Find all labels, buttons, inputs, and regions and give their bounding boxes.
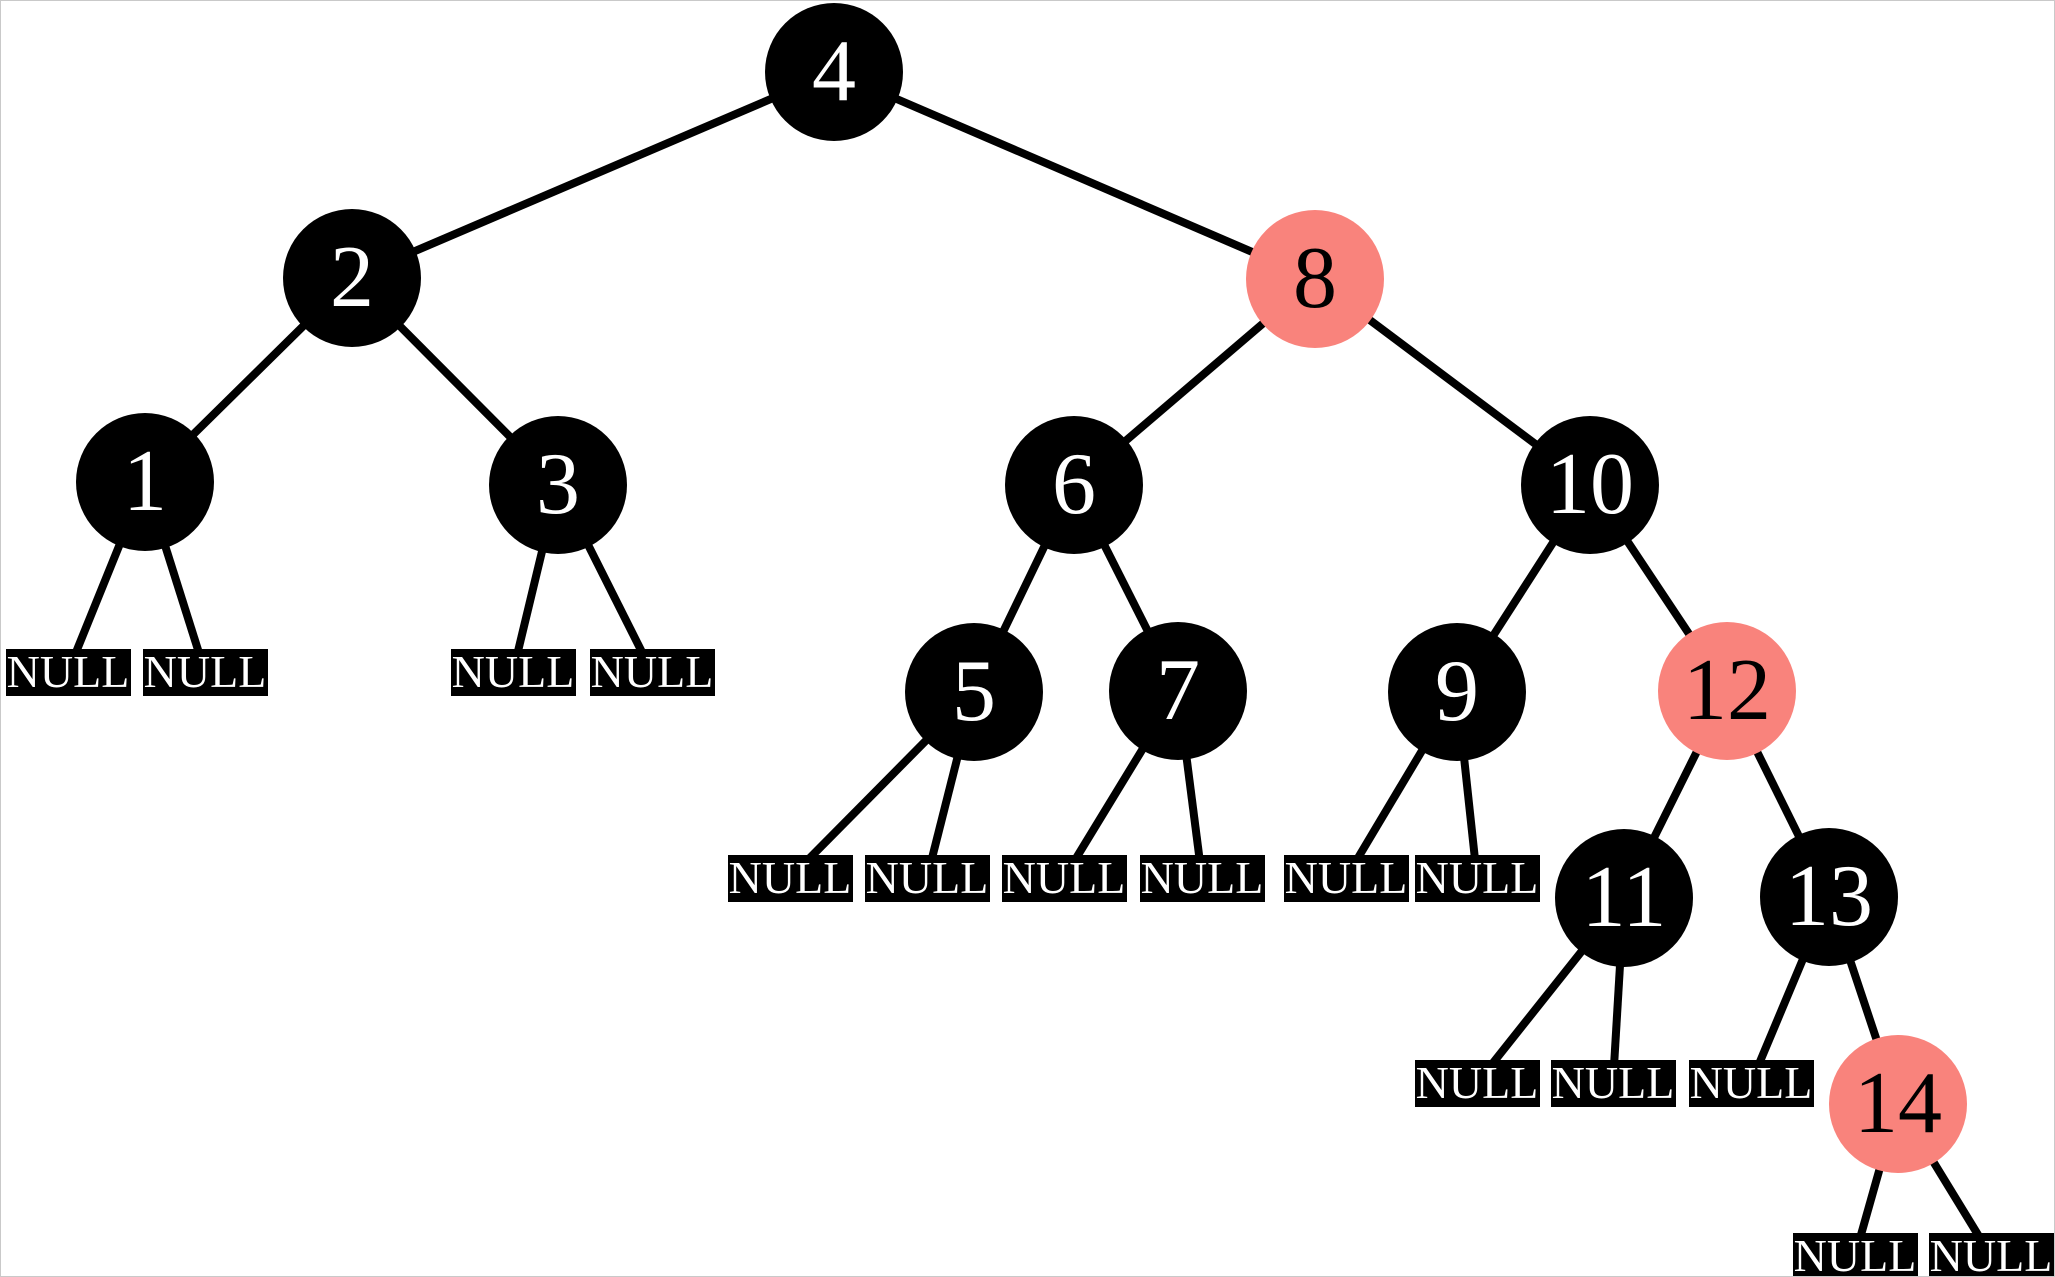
node-label: 6: [1052, 436, 1096, 533]
node-label: 9: [1435, 643, 1479, 740]
tree-node-14: 14: [1829, 1035, 1967, 1173]
null-leaf: NULL: [1688, 1057, 1814, 1108]
null-leaf-label: NULL: [1929, 1230, 2053, 1277]
tree-node-13: 13: [1760, 828, 1898, 966]
tree-node-5: 5: [905, 623, 1043, 761]
null-leaf: NULL: [5, 646, 131, 697]
node-label: 12: [1683, 642, 1771, 739]
null-leaf: NULL: [1414, 852, 1540, 903]
node-label: 1: [123, 433, 167, 530]
tree-edge-4-2: [350, 68, 836, 282]
null-leaf: NULL: [1139, 852, 1265, 903]
tree-node-2: 2: [283, 209, 421, 347]
null-leaf: NULL: [142, 646, 268, 697]
tree-node-9: 9: [1388, 623, 1526, 761]
null-leaf: NULL: [1792, 1230, 1918, 1277]
node-label: 8: [1293, 230, 1337, 327]
null-leaf: NULL: [589, 646, 715, 697]
tree-node-12: 12: [1658, 622, 1796, 760]
node-label: 3: [536, 436, 580, 533]
null-leaf-label: NULL: [590, 646, 714, 697]
node-label: 13: [1785, 848, 1873, 945]
tree-node-8: 8: [1246, 210, 1384, 348]
tree-node-11: 11: [1555, 829, 1693, 967]
null-leaf-label: NULL: [1002, 852, 1126, 903]
null-leaf: NULL: [1550, 1057, 1676, 1108]
node-label: 14: [1854, 1055, 1942, 1152]
tree-node-10: 10: [1521, 416, 1659, 554]
tree-edge-4-8: [832, 68, 1317, 283]
node-label: 7: [1156, 642, 1200, 739]
null-leaf: NULL: [1928, 1230, 2054, 1277]
tree-node-1: 1: [76, 413, 214, 551]
null-leaf: NULL: [1283, 852, 1409, 903]
node-label: 2: [330, 229, 374, 326]
null-leaf-label: NULL: [1415, 1057, 1539, 1108]
tree-node-6: 6: [1005, 416, 1143, 554]
null-leaf-label: NULL: [728, 852, 852, 903]
null-leaf: NULL: [864, 852, 990, 903]
null-leaf-label: NULL: [143, 646, 267, 697]
node-label: 4: [812, 23, 856, 120]
node-label: 11: [1581, 849, 1667, 946]
tree-node-4: 4: [765, 3, 903, 141]
null-leaf-label: NULL: [1284, 852, 1408, 903]
tree-node-3: 3: [489, 416, 627, 554]
null-leaf-label: NULL: [1140, 852, 1264, 903]
null-leaf-label: NULL: [865, 852, 989, 903]
null-leaf: NULL: [727, 852, 853, 903]
null-leaf-label: NULL: [1415, 852, 1539, 903]
null-leaf-label: NULL: [1551, 1057, 1675, 1108]
null-leaf-label: NULL: [451, 646, 575, 697]
null-leaf-label: NULL: [6, 646, 130, 697]
node-label: 5: [952, 643, 996, 740]
null-leaf: NULL: [450, 646, 576, 697]
null-leaf: NULL: [1414, 1057, 1540, 1108]
tree-node-7: 7: [1109, 622, 1247, 760]
node-label: 10: [1546, 436, 1634, 533]
null-leaf-label: NULL: [1689, 1057, 1813, 1108]
null-leaf: NULL: [1001, 852, 1127, 903]
null-leaf-label: NULL: [1793, 1230, 1917, 1277]
